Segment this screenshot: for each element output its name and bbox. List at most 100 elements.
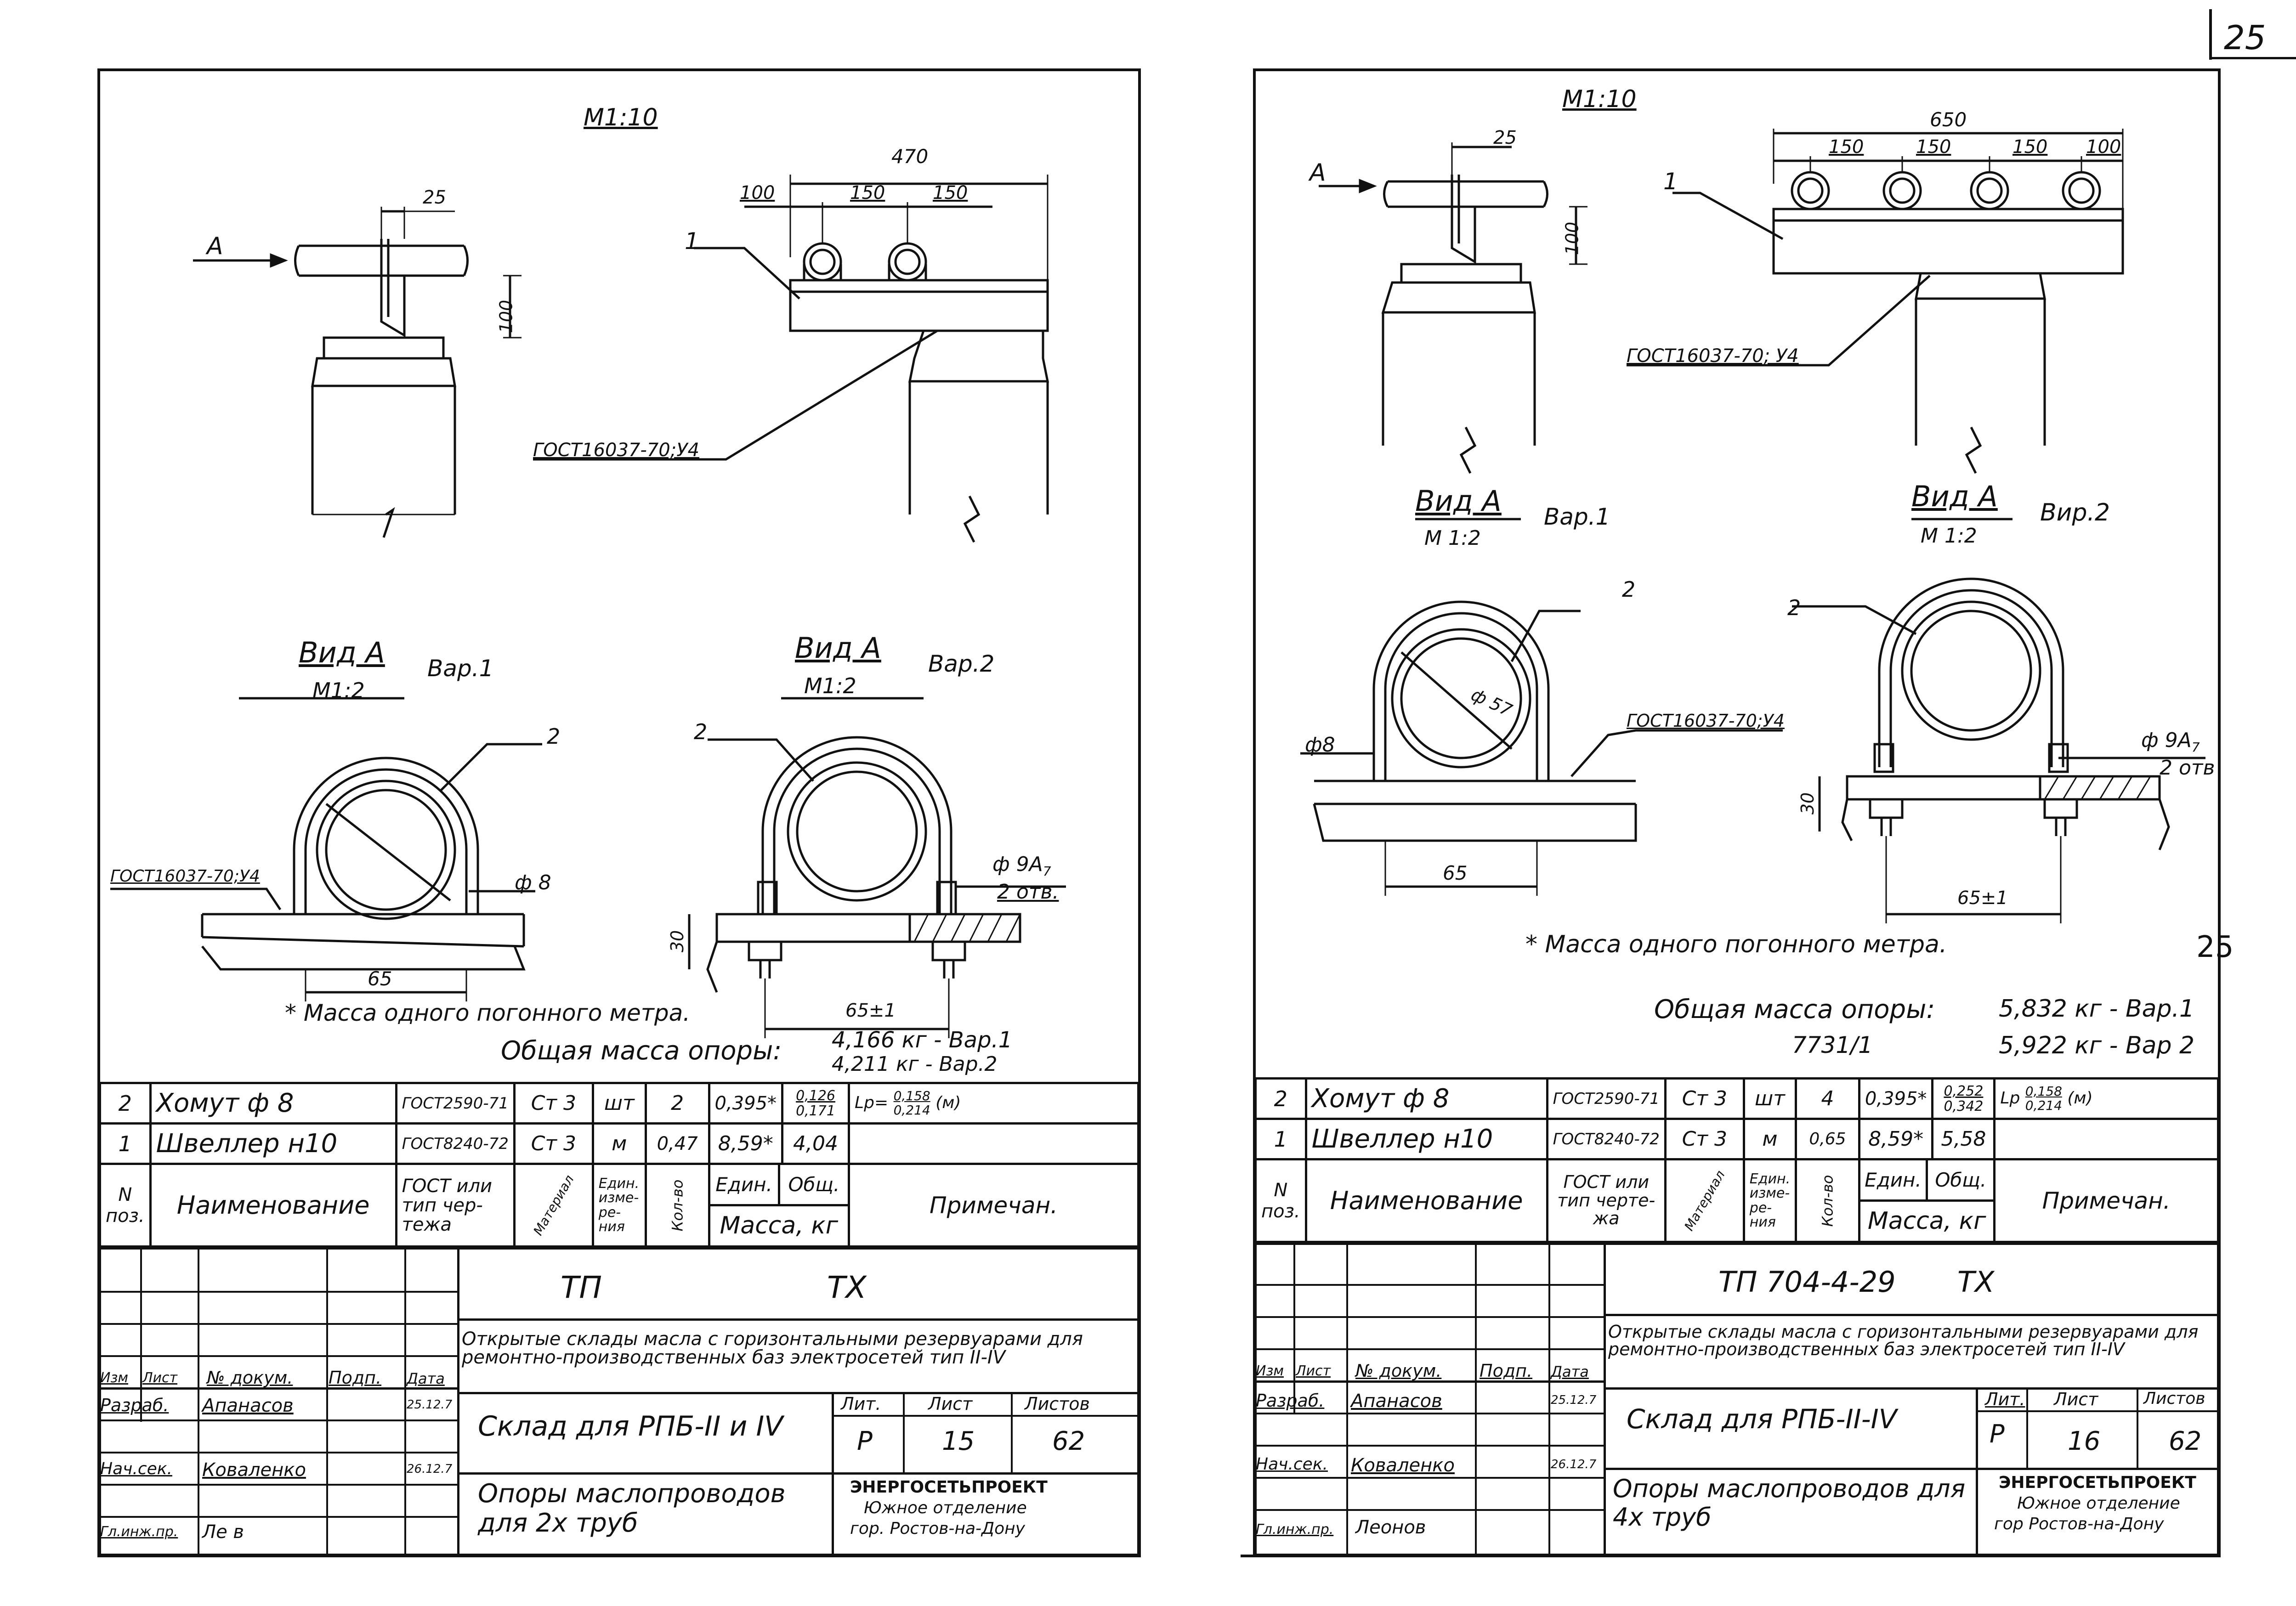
table-row: 1 Швеллер н10 ГОСТ8240-72 Ст 3 м 0,47 8,… [99,1122,1139,1165]
right-tb-r2-role: Нач.сек. [1256,1455,1328,1474]
right-gost-weld-top: ГОСТ16037-70; У4 [1627,345,1799,367]
right-tb-lit-h: Лит. [1985,1389,2025,1409]
left-tb-r3-role: Гл.инж.пр. [100,1524,178,1540]
left-tb-lit: Р [857,1426,873,1456]
spec-gost: ГОСТ8240-72 [395,1122,516,1165]
right-view-a2 [1792,518,2205,923]
left-tb-col-izm: Изм [100,1370,129,1386]
left-mass-note: * Масса одного погонного метра. [285,1000,691,1026]
right-total-v2: 5,922 кг - Вар 2 [1999,1032,2195,1059]
left-tb-code-a: ТП [561,1270,602,1305]
right-holes: 2 отв [2160,756,2215,780]
left-dim-100b: 100 [740,182,775,204]
left-tb-r1-name: Апанасов [202,1395,294,1416]
spec-unit: м [591,1122,647,1165]
spec-mass-unit: 0,395* [708,1082,784,1125]
right-dim-650: 650 [1930,108,1967,131]
right-gost-weld-mid: ГОСТ16037-70;У4 [1627,711,1785,731]
right-tb-r2-date: 26.12.7 [1551,1458,1597,1471]
right-view-a1-var: Вар.1 [1544,503,1610,530]
left-view-arrow-label: А [207,232,223,260]
left-channel-view [533,175,1049,543]
spec-unit: шт [1742,1077,1797,1120]
spec-mass-unit: 8,59* [1858,1118,1934,1160]
right-dim-25: 25 [1493,127,1517,148]
right-dim-150b: 150 [1916,136,1951,158]
spec-gost: ГОСТ2590-71 [395,1082,516,1125]
spec-head-mass-label: Масса, кг [1867,1207,1986,1235]
right-tb-r1-date: 25.12.7 [1551,1393,1597,1407]
left-view-a2 [688,697,1066,1038]
spec-name: Швеллер н10 [149,1122,397,1165]
left-tb-sheet-title: Склад для РПБ-II и IV [478,1410,783,1442]
left-tb-col-list: Лист [142,1370,178,1386]
spec-pos: 2 [1254,1077,1307,1120]
left-spec-table: 2 Хомут ф 8 ГОСТ2590-71 Ст 3 шт 2 0,395*… [99,1082,1139,1248]
right-dim-100: 100 [2086,136,2121,158]
left-tb-project: Открытые склады масла с горизонтальными … [462,1329,1083,1368]
left-tb-r1-role: Разраб. [100,1395,169,1415]
left-scale-title: М1:10 [584,104,658,131]
left-tb-org2: Южное отделение [864,1499,1027,1517]
right-view-a2-var: Вир.2 [2040,499,2110,526]
spec-mass-total: 5,58 [1931,1118,1996,1160]
spec-name: Швеллер н10 [1304,1118,1548,1160]
table-row: 2 Хомут ф 8 ГОСТ2590-71 Ст 3 шт 2 0,395*… [99,1082,1139,1125]
right-dim-150a: 150 [1829,136,1864,158]
spec-head-mass: Един. Общ. Масса, кг [1858,1158,1996,1243]
left-total-v2: 4,211 кг - Вар.2 [832,1052,998,1076]
spec-pos: 2 [99,1082,152,1125]
right-dim-100v: 100 [1562,221,1582,255]
spec-head-gost: ГОСТ или тип чер-тежа [395,1163,516,1248]
right-dim-65: 65 [1443,862,1468,884]
left-total-v1: 4,166 кг - Вар.1 [832,1027,1013,1053]
left-tb-col-date: Дата [407,1370,445,1387]
right-callout-2a: 2 [1622,577,1636,602]
spec-material: Ст 3 [513,1082,594,1125]
left-tb-lit-h: Лит. [841,1394,881,1414]
right-tb-col-date: Дата [1551,1363,1589,1380]
spec-head-pos: N поз. [99,1163,152,1248]
left-tb-r1-date: 25.12.7 [407,1398,453,1412]
right-mass-note: * Масса одного погонного метра. [1525,931,1947,958]
right-tb-drawing-title: Опоры маслопроводов для 4х труб [1613,1474,1966,1532]
right-view-arrow-label: А [1310,159,1326,187]
right-tb-col-list: Лист [1296,1363,1331,1379]
left-view-a2-title: Вид А [795,631,881,665]
right-tb-lists-h: Листов [2143,1389,2205,1408]
right-phi8: ф8 [1305,733,1335,757]
spec-head-mass-total: Общ. [788,1173,840,1196]
left-phi9: ф 9А7 [992,853,1051,879]
spec-head-note: Примечан. [1993,1158,2219,1243]
left-tb-org3: гор. Ростов-на-Дону [850,1519,1025,1538]
spec-note-empty [848,1122,1139,1165]
right-tb-col-izm: Изм [1256,1363,1284,1379]
left-tb-org1: ЭНЕРГОСЕТЬПРОЕКТ [850,1478,1048,1497]
right-tb-code-b: ТХ [1957,1265,1995,1299]
spec-gost: ГОСТ8240-72 [1546,1118,1667,1160]
spec-head-unit: Един. изме-ре-ния [1742,1158,1797,1243]
page-number: 25 [2224,18,2266,57]
spec-head-mass-unit: Един. [710,1165,780,1204]
right-total-label: Общая масса опоры: [1654,995,1935,1024]
spec-head-mass-total: Общ. [1935,1169,1987,1191]
spec-qty: 0,47 [644,1122,710,1165]
spec-head-name: Наименование [149,1163,397,1248]
right-tb-r3-role: Гл.инж.пр. [1256,1521,1334,1538]
spec-mass-unit: 8,59* [708,1122,784,1165]
left-holes: 2 отв. [997,880,1059,904]
left-view-a1-scale: М1:2 [312,678,365,703]
right-tb-col-doc: № докум. [1355,1361,1442,1381]
right-tb-lists: 62 [2169,1426,2202,1456]
right-dim-30: 30 [1797,792,1818,815]
left-dim-65: 65 [368,967,392,990]
spec-mass-unit: 0,395* [1858,1077,1934,1120]
spec-mass-total: 4,04 [781,1122,850,1165]
spec-name: Хомут ф 8 [149,1082,397,1125]
left-tb-code-b: ТХ [827,1270,867,1305]
left-gost-weld-top: ГОСТ16037-70;У4 [533,440,700,461]
